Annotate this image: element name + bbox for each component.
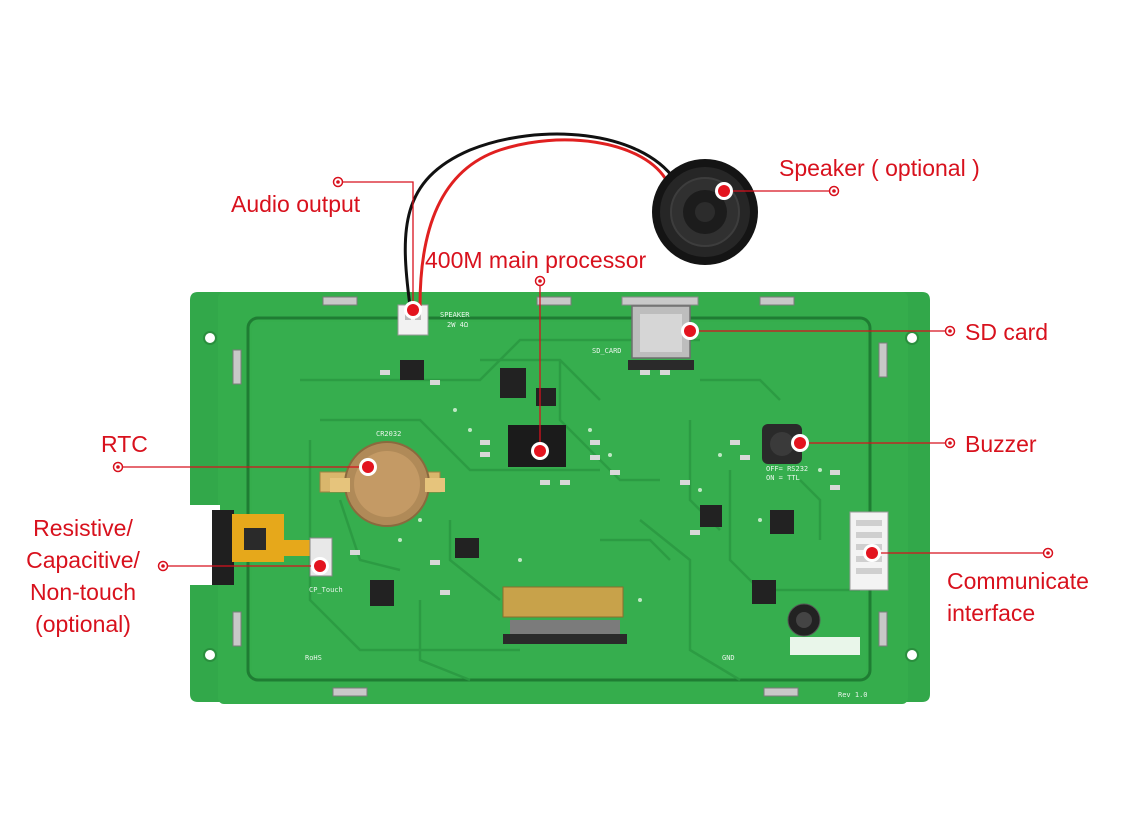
- label-audio-output: Audio output: [231, 191, 361, 217]
- speaker-wires: [403, 132, 677, 307]
- marker-sd-card: [681, 322, 699, 340]
- marker-buzzer: [791, 434, 809, 452]
- leader-lines: [118, 181, 1048, 567]
- marking-speaker-rating: 2W 4Ω: [447, 321, 468, 329]
- marker-processor: [531, 442, 549, 460]
- marker-touch: [311, 557, 329, 575]
- marking-speaker: SPEAKER: [440, 311, 470, 319]
- label-rtc: RTC: [101, 431, 148, 457]
- label-touch-line-1: Resistive/: [33, 515, 133, 541]
- label-buzzer: Buzzer: [965, 431, 1037, 457]
- label-touch-line-2: Capacitive/: [26, 547, 140, 573]
- marker-speaker-connector: [404, 301, 422, 319]
- marking-touch: CP_Touch: [309, 586, 343, 594]
- label-main-processor: 400M main processor: [425, 247, 647, 273]
- marker-rtc: [359, 458, 377, 476]
- label-communicate: Communicate interface: [947, 565, 1089, 629]
- label-touch-line-3: Non-touch: [29, 579, 137, 605]
- label-sd-card: SD card: [965, 319, 1049, 345]
- marker-communicate: [863, 544, 881, 562]
- marking-revision: Rev 1.0: [838, 691, 868, 699]
- label-touch-line-4: (optional): [35, 611, 131, 637]
- marking-rohs: RoHS: [305, 654, 322, 662]
- marking-battery: CR2032: [376, 430, 401, 438]
- marking-rs232: OFF= RS232: [766, 465, 808, 473]
- marker-speaker: [715, 182, 733, 200]
- speaker: [652, 159, 758, 265]
- sd-card-slot: [621, 296, 699, 370]
- label-communicate-line-2: interface: [947, 600, 1036, 626]
- board-markings: SPEAKER 2W 4Ω SD_CARD CR2032 CP_Touch OF…: [305, 311, 868, 699]
- label-speaker: Speaker ( optional ): [779, 155, 980, 181]
- lcd-connector: [502, 586, 627, 644]
- label-touch: Resistive/ Capacitive/ Non-touch (option…: [8, 512, 158, 640]
- buzzer: [762, 424, 802, 464]
- callout-markers: [112, 176, 1054, 575]
- pcb-board: SPEAKER 2W 4Ω SD_CARD CR2032 CP_Touch OF…: [190, 292, 930, 704]
- marking-sd-card: SD_CARD: [592, 347, 622, 355]
- label-communicate-line-1: Communicate: [947, 568, 1089, 594]
- marking-ttl: ON = TTL: [766, 474, 800, 482]
- marking-gnd: GND: [722, 654, 735, 662]
